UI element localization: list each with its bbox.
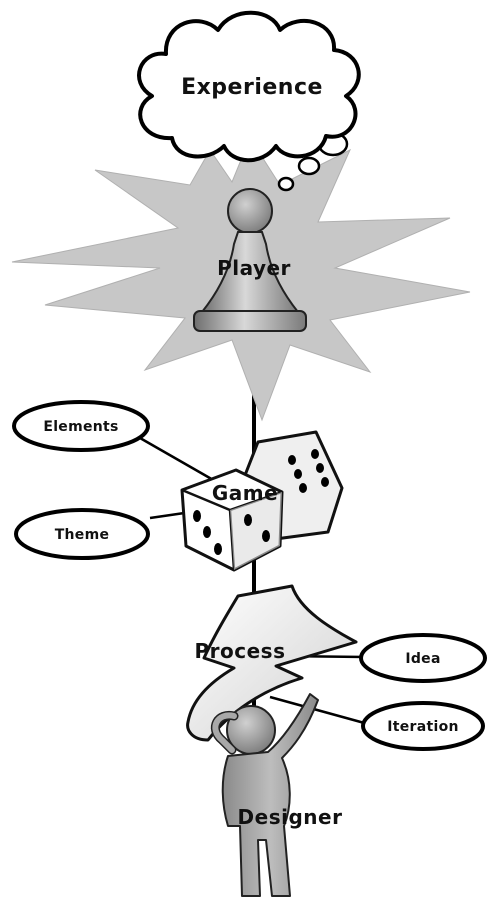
thought-cloud <box>137 10 361 163</box>
tag-idea-label: Idea <box>405 651 440 667</box>
tag-iteration-oval <box>361 701 485 751</box>
tag-idea-oval <box>359 633 487 683</box>
connector-iteration <box>269 695 369 726</box>
tag-elements-label: Elements <box>43 419 118 435</box>
dice-icon <box>180 430 344 572</box>
tag-elements-oval <box>12 400 150 452</box>
label-process: Process <box>195 639 286 663</box>
label-game: Game <box>212 481 278 505</box>
designer-figure <box>210 693 319 897</box>
lightning-bolt-icon <box>186 584 358 742</box>
label-designer: Designer <box>238 805 343 829</box>
thought-bubble-dot <box>297 156 321 176</box>
tag-iteration-label: Iteration <box>387 719 459 735</box>
pawn-icon <box>193 188 307 332</box>
label-experience: Experience <box>181 75 323 100</box>
label-player: Player <box>217 256 291 280</box>
tag-theme-oval <box>14 508 150 560</box>
thought-bubble-dot <box>277 176 295 192</box>
tag-theme-label: Theme <box>55 527 110 543</box>
connector-elements <box>139 436 223 487</box>
